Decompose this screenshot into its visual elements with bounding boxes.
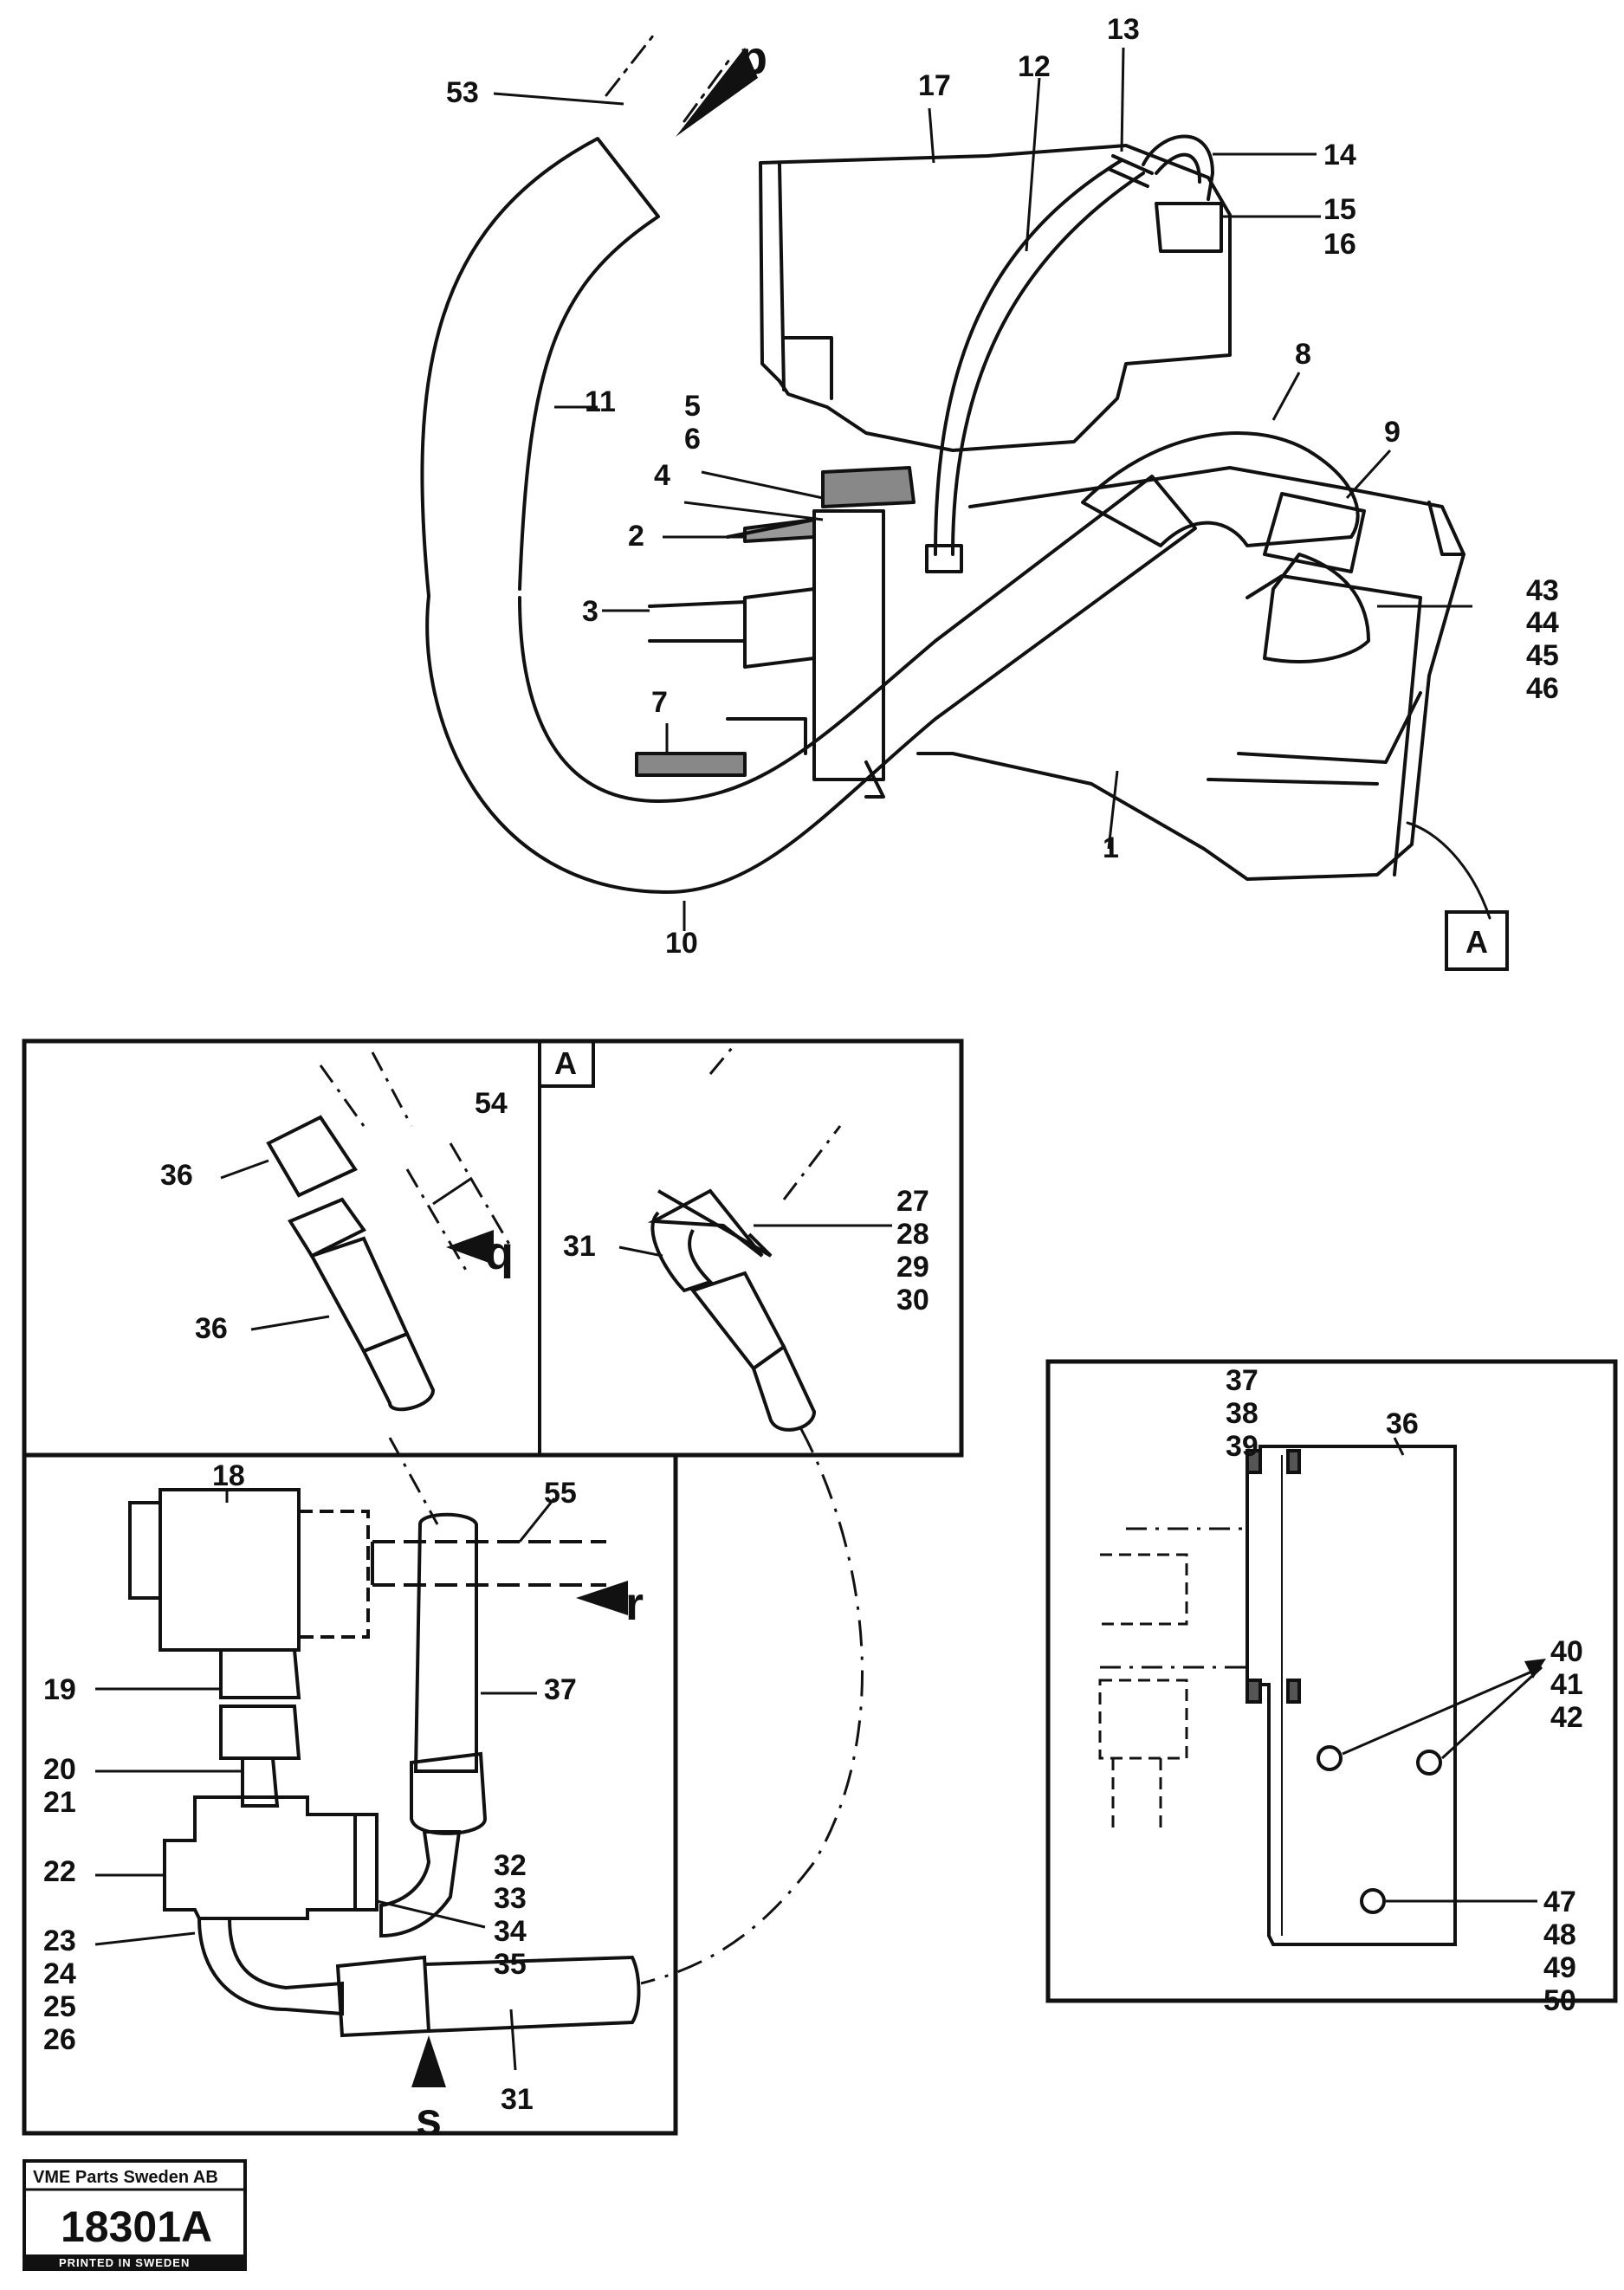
callout-36-lower: 37: [544, 1673, 577, 1706]
callout-22: 22: [43, 1855, 76, 1888]
elbow-31-group: [647, 1047, 842, 1432]
flow-arrow-p: [676, 48, 758, 137]
detail-tag-top: A: [1465, 924, 1488, 960]
callout-19: 19: [43, 1673, 76, 1706]
callout-29: 29: [896, 1251, 929, 1284]
callout-55: 55: [544, 1477, 577, 1510]
clutch-plate: [812, 509, 885, 781]
detail-tag-frame: A: [554, 1045, 577, 1081]
drawing-stamp: VME Parts Sweden AB 18301A PRINTED IN SW…: [23, 2159, 247, 2271]
callout-5: 5: [684, 390, 701, 423]
callout-12: 12: [1018, 50, 1051, 83]
flow-arrow-s: [411, 2035, 446, 2087]
stamp-number: 18301A: [61, 2203, 212, 2251]
top-callouts: [493, 47, 1472, 931]
callout-6: 6: [684, 423, 701, 456]
callout-33: 33: [494, 1882, 527, 1915]
callout-49: 47: [1543, 1886, 1576, 1918]
callout-30: 30: [896, 1284, 929, 1316]
flow-letter-s: s: [416, 2093, 442, 2145]
callout-40: 38: [1226, 1397, 1258, 1430]
valve-assembly: [128, 1428, 864, 2038]
callout-31-upper: 31: [563, 1230, 596, 1263]
callout-43: 41: [1550, 1668, 1583, 1701]
callout-41: 39: [1226, 1430, 1258, 1463]
callout-39: 37: [1226, 1364, 1258, 1397]
callout-54: 54: [475, 1087, 508, 1120]
callout-20: 20: [43, 1753, 76, 1786]
flow-arrow-q: [446, 1230, 494, 1265]
callout-7: 7: [651, 686, 668, 719]
callout-45: 43: [1526, 574, 1559, 607]
flow-letter-p: p: [739, 32, 767, 84]
flow-arrow-r: [576, 1581, 628, 1615]
hose-10: [425, 475, 1197, 894]
detail-tag-box-top: [1445, 910, 1509, 971]
detail-tag-box-frame: [538, 1039, 595, 1088]
connector-15: [1155, 202, 1223, 253]
callout-28: 28: [896, 1218, 929, 1251]
callout-1: 1: [1103, 831, 1119, 864]
callout-23: 23: [43, 1925, 76, 1957]
callout-14: 14: [1323, 139, 1356, 171]
stamp-company: VME Parts Sweden AB: [33, 2168, 218, 2187]
bracket-38: [1098, 1445, 1457, 1946]
callout-47: 45: [1526, 639, 1559, 672]
clamp-9: [1263, 492, 1366, 573]
callout-13: 13: [1107, 13, 1140, 46]
callout-8: 8: [1295, 338, 1311, 371]
callout-44: 42: [1550, 1701, 1583, 1734]
callout-32: 32: [494, 1849, 527, 1882]
callout-16: 16: [1323, 228, 1356, 261]
callout-35: 35: [494, 1948, 527, 1981]
callout-10: 10: [665, 927, 698, 960]
flow-letter-q: q: [485, 1227, 514, 1279]
detail-frame-lower: [22, 1452, 678, 2136]
callout-36-upper: 36: [195, 1312, 228, 1345]
callout-27: 27: [896, 1185, 929, 1218]
callout-50: 48: [1543, 1918, 1576, 1951]
callout-52: 50: [1543, 1984, 1576, 2017]
callout-31-lower: 31: [501, 2083, 534, 2116]
callout-24: 24: [43, 1957, 76, 1990]
callout-37: 36: [160, 1159, 193, 1192]
callout-11: 11: [585, 385, 616, 418]
callout-18: 18: [212, 1459, 245, 1492]
flow-letter-r: r: [625, 1578, 644, 1630]
stamp-printed: PRINTED IN SWEDEN: [59, 2256, 190, 2269]
fitting-37-group: [266, 1051, 513, 1412]
hose-11: [420, 137, 660, 598]
main-assembly: [420, 33, 1491, 920]
hose-8: [1081, 431, 1360, 547]
callout-3: 3: [582, 595, 598, 628]
detail-frame-bracket: [1045, 1359, 1618, 2003]
callout-48: 46: [1526, 672, 1559, 705]
pipe-12: [934, 158, 1145, 556]
callout-51: 49: [1543, 1951, 1576, 1984]
callout-53: 53: [446, 76, 479, 109]
callout-17: 17: [918, 69, 951, 102]
callout-38: 36: [1386, 1407, 1419, 1440]
callout-9: 9: [1384, 416, 1401, 449]
callout-42: 40: [1550, 1635, 1583, 1668]
callout-26: 26: [43, 2023, 76, 2056]
callout-46: 44: [1526, 606, 1559, 639]
callout-34: 34: [494, 1915, 527, 1948]
callout-4: 4: [654, 459, 670, 492]
compressor-housing: [759, 144, 1232, 452]
callout-21: 21: [43, 1786, 76, 1819]
callout-2: 2: [628, 520, 644, 553]
callout-25: 25: [43, 1990, 76, 2023]
callout-15: 15: [1323, 193, 1356, 226]
compressor-lower: [916, 466, 1465, 881]
